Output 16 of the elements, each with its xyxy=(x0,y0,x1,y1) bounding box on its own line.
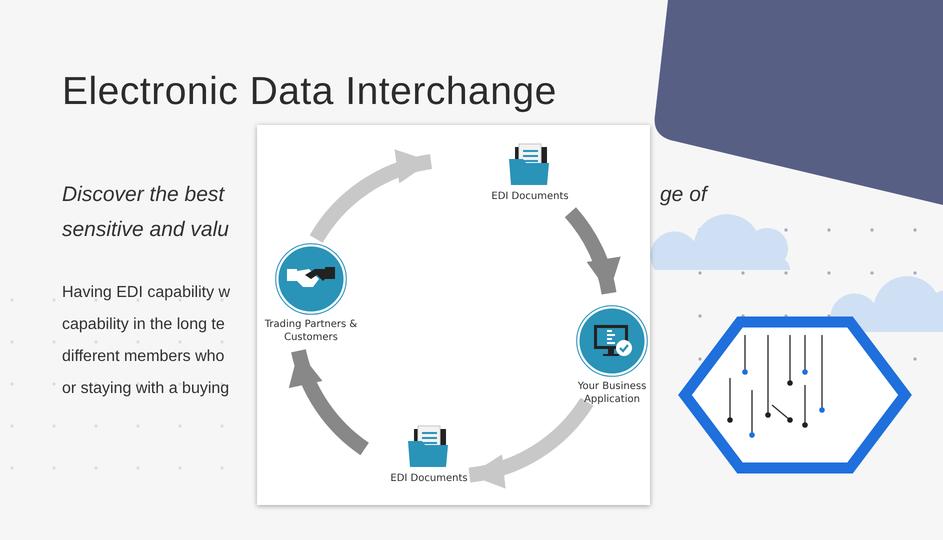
node-label: Trading Partners & Customers xyxy=(264,318,358,344)
node-label: Your Business Application xyxy=(576,380,648,406)
cycle-arrow xyxy=(310,152,433,244)
subtitle-fragment: Discover the best xyxy=(62,183,224,207)
paragraph-fragment: or staying with a buying xyxy=(62,380,230,398)
node-label: EDI Documents xyxy=(490,190,570,203)
cycle-arrow xyxy=(564,208,619,295)
paragraph-fragment: different members who xyxy=(62,348,224,366)
title: Electronic Data Interchange xyxy=(62,70,557,114)
paragraph-fragment: Having EDI capability w xyxy=(62,284,230,302)
cycle-arrow xyxy=(468,397,594,486)
cycle-arrow xyxy=(291,348,370,455)
subtitle-fragment: ge of xyxy=(660,183,707,207)
subtitle-fragment: sensitive and valu xyxy=(62,218,229,242)
paragraph-fragment: capability in the long te xyxy=(62,316,225,334)
node-label: EDI Documents xyxy=(389,472,469,485)
